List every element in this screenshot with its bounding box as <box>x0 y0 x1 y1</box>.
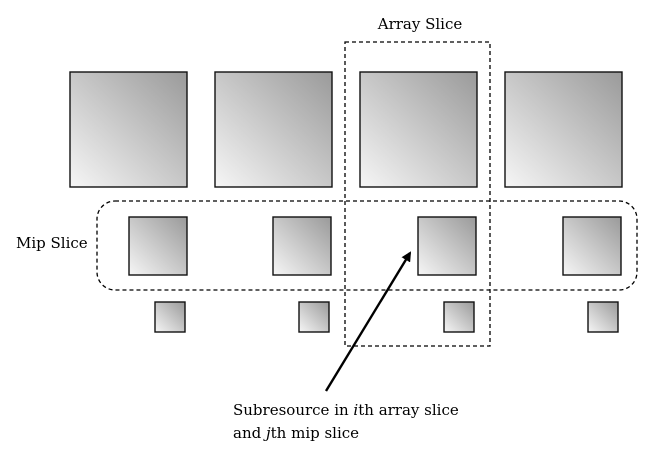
texture-a3-m2 <box>587 301 619 333</box>
mip-level-0 <box>69 71 623 188</box>
callout-line-1-post: th array slice <box>358 401 459 419</box>
texture-a2-m2 <box>443 301 475 333</box>
callout-line-1-pre: Subresource in <box>233 401 353 419</box>
array-slice-label: Array Slice <box>377 15 463 33</box>
callout-line-2-italic: j <box>263 424 271 442</box>
callout-line-2-pre: and <box>233 424 266 442</box>
callout-arrow <box>324 251 412 392</box>
callout-line-2: and jth mip slice <box>233 424 359 442</box>
texture-a3-m1 <box>562 216 622 276</box>
texture-a0-m1 <box>128 216 188 276</box>
mip-slice-outline <box>96 200 638 291</box>
texture-a3-m0 <box>504 71 623 188</box>
callout-line-1-italic: i <box>353 401 358 419</box>
texture-a0-m0 <box>69 71 188 188</box>
texture-a2-m1 <box>417 216 477 276</box>
texture-a1-m1 <box>272 216 332 276</box>
mip-level-2 <box>154 301 619 333</box>
texture-a1-m0 <box>214 71 333 188</box>
mip-level-1 <box>128 216 622 276</box>
mip-slice-label: Mip Slice <box>16 234 88 252</box>
callout-line-2-post: th mip slice <box>271 424 360 442</box>
callout-line-1: Subresource in ith array slice <box>233 401 459 419</box>
texture-a0-m2 <box>154 301 186 333</box>
texture-a2-m0 <box>359 71 478 188</box>
texture-a1-m2 <box>298 301 330 333</box>
array-slice-outline <box>344 41 491 347</box>
